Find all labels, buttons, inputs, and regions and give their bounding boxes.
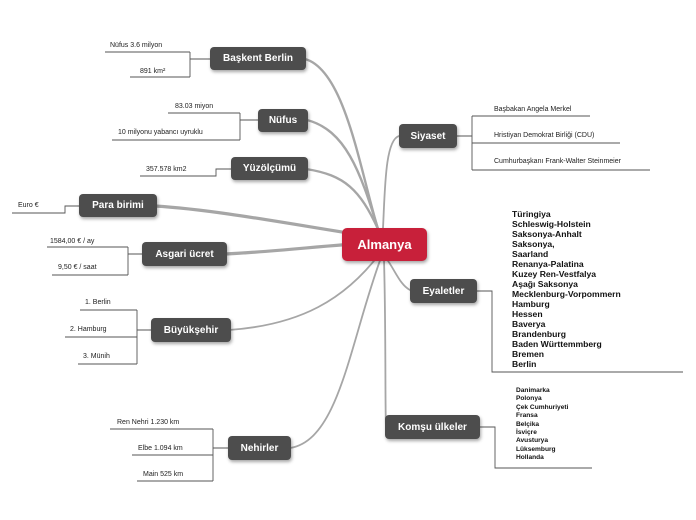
- leaf-baskent-nufus: Nüfus 3.6 milyon: [110, 42, 163, 49]
- leaf-para-euro: Euro €: [18, 202, 39, 209]
- list-item: Kuzey Ren-Vestfalya: [512, 269, 597, 279]
- list-item: Polonya: [516, 395, 542, 403]
- list-item: Bremen: [512, 349, 544, 359]
- list-item: Baverya: [512, 319, 546, 329]
- topic-siyaset[interactable]: Siyaset: [399, 124, 457, 148]
- leaf-nufus-yabanci: 10 milyonu yabancı uyruklu: [118, 129, 203, 136]
- topic-yuzolcumu[interactable]: Yüzölçümü: [231, 157, 308, 180]
- list-item: Aşağı Saksonya: [512, 279, 578, 289]
- list-item: Mecklenburg-Vorpommern: [512, 289, 621, 299]
- topic-para-birimi[interactable]: Para birimi: [79, 194, 157, 217]
- leaf-siyaset-basbakan: Başbakan Angela Merkel: [494, 106, 572, 113]
- list-item: Berlin: [512, 359, 537, 369]
- leaf-nufus-toplam: 83.03 miyon: [175, 103, 214, 110]
- branch-eyaletler: [385, 257, 411, 291]
- leaf-nehir-main: Main 525 km: [143, 471, 184, 478]
- topic-asgari-ucret[interactable]: Asgari ücret: [142, 242, 227, 266]
- list-item: Türingiya: [512, 209, 551, 219]
- leaf-siyaset-parti: Hristiyan Demokrat Birliği (CDU): [494, 132, 595, 139]
- list-item: İsviçre: [516, 429, 537, 437]
- leaf-siyaset-cumhurbaskani: Cumhurbaşkanı Frank-Walter Steinmeier: [494, 158, 621, 165]
- list-item: Çek Cumhuriyeti: [516, 403, 569, 411]
- list-item: Saksonya-Anhalt: [512, 229, 582, 239]
- topic-buyuksehir[interactable]: Büyükşehir: [151, 318, 231, 342]
- list-item: Hamburg: [512, 299, 550, 309]
- leaf-buyuksehir-1: 1. Berlin: [85, 299, 111, 306]
- eyaletler-list: Türingiya Schleswig-Holstein Saksonya-An…: [512, 209, 621, 369]
- branch-komsu: [383, 259, 387, 428]
- branch-nufus: [305, 118, 380, 231]
- leaf-yuzolcumu-alan: 357.578 km2: [146, 166, 187, 173]
- topic-baskent-berlin[interactable]: Başkent Berlin: [210, 47, 306, 70]
- leaf-baskent-alan: 891 km²: [140, 68, 166, 75]
- leaf-nehir-ren: Ren Nehri 1.230 km: [117, 419, 180, 426]
- list-item: Renanya-Palatina: [512, 259, 584, 269]
- list-item: Schleswig-Holstein: [512, 219, 591, 229]
- list-item: Saarland: [512, 249, 549, 259]
- topic-komsu-ulkeler[interactable]: Komşu ülkeler: [385, 415, 480, 439]
- list-item: Avusturya: [516, 437, 549, 445]
- leaf-asgari-aylik: 1584,00 € / ay: [50, 238, 95, 245]
- list-item: Danimarka: [516, 387, 550, 394]
- list-item: Hollanda: [516, 454, 544, 462]
- list-item: Belçika: [516, 420, 540, 428]
- leaf-buyuksehir-2: 2. Hamburg: [70, 326, 107, 333]
- branch-nehirler: [289, 254, 383, 449]
- list-item: Baden Württemmberg: [512, 339, 602, 349]
- branch-buyuksehir: [228, 251, 382, 331]
- leaf-nehir-elbe: Elbe 1.094 km: [138, 445, 183, 452]
- list-item: Fransa: [516, 412, 538, 420]
- central-topic[interactable]: Almanya: [342, 228, 427, 261]
- topic-nufus[interactable]: Nüfus: [258, 109, 308, 132]
- branch-yuzolcumu: [304, 167, 380, 231]
- topic-eyaletler[interactable]: Eyaletler: [410, 279, 477, 303]
- list-item: Hessen: [512, 309, 543, 319]
- list-item: Saksonya,: [512, 239, 555, 249]
- branch-siyaset: [382, 135, 400, 229]
- komsu-ulkeler-list: Danimarka Polonya Çek Cumhuriyeti Fransa…: [516, 387, 568, 463]
- leaf-buyuksehir-3: 3. Münih: [83, 353, 110, 360]
- list-item: Lüksemburg: [516, 445, 556, 453]
- list-item: Brandenburg: [512, 329, 566, 339]
- topic-nehirler[interactable]: Nehirler: [228, 436, 291, 460]
- leaf-asgari-saatlik: 9,50 € / saat: [58, 264, 97, 271]
